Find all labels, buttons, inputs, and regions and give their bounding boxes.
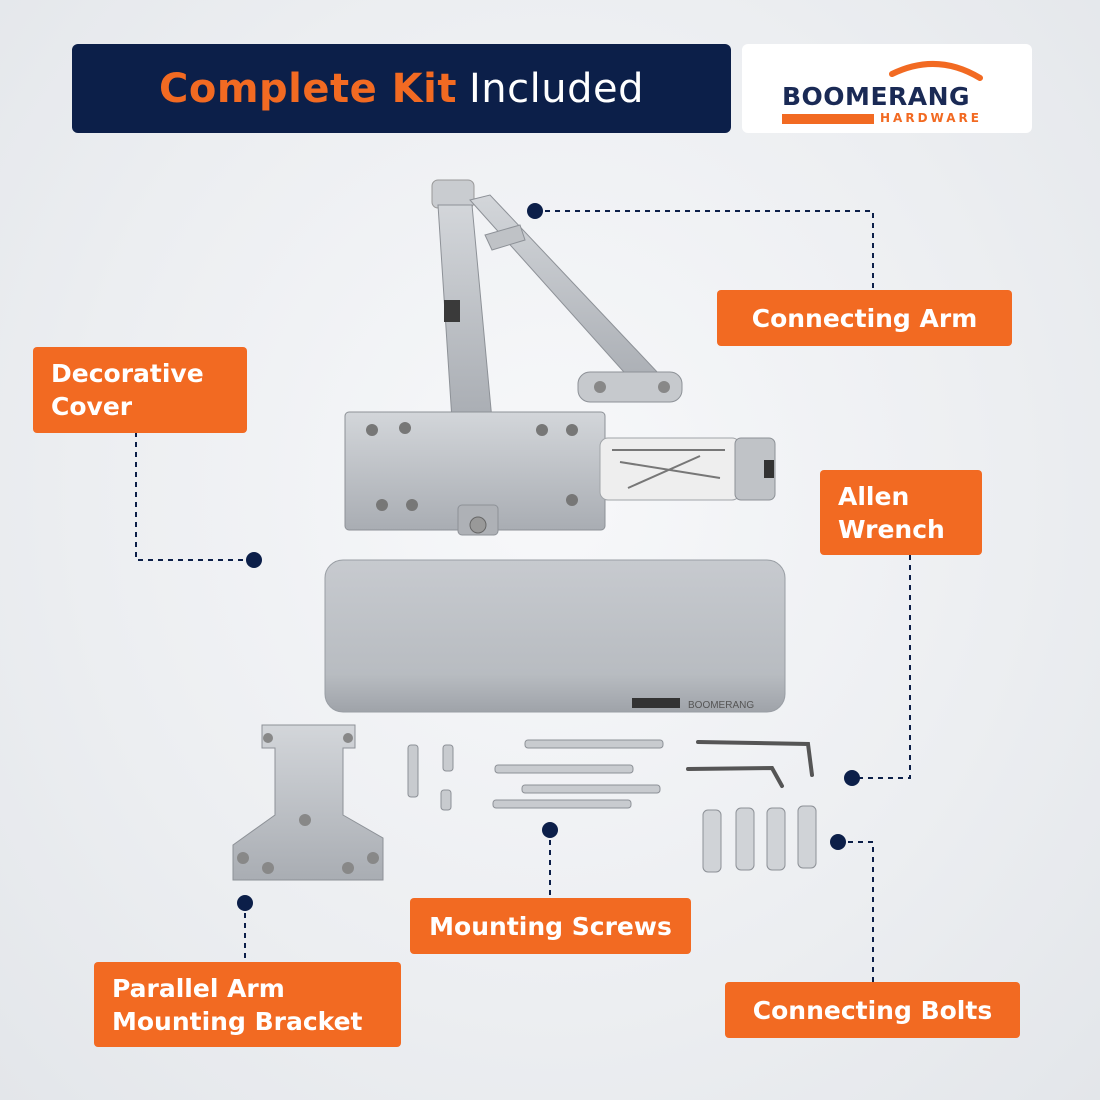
connecting-bolts-part — [702, 805, 817, 873]
door-closer-body — [344, 411, 776, 536]
label-parallel-arm-bracket: Parallel Arm Mounting Bracket — [94, 962, 401, 1047]
label-parallel-arm-line1: Parallel Arm — [112, 973, 285, 1003]
brand-logo: BOOMERANG HARDWARE — [742, 44, 1032, 133]
boomerang-arc-icon — [889, 61, 983, 81]
label-connecting-arm: Connecting Arm — [717, 290, 1012, 346]
allen-wrench-part — [686, 740, 814, 788]
label-allen-wrench: Allen Wrench — [820, 470, 982, 555]
label-connecting-bolts: Connecting Bolts — [725, 982, 1020, 1038]
title-highlight: Complete Kit — [159, 65, 457, 112]
connecting-arm-part — [431, 179, 683, 421]
logo-wordmark: BOOMERANG — [782, 82, 971, 111]
mounting-screws-part — [407, 739, 664, 811]
mounting-bracket-part — [232, 724, 384, 881]
leader-dots — [237, 203, 860, 911]
leader-lines — [135, 210, 911, 982]
decorative-cover-part — [324, 559, 786, 713]
label-allen-wrench-line1: Allen — [838, 481, 910, 511]
label-decorative-cover-line2: Cover — [51, 392, 133, 421]
cover-brand-text: BOOMERANG — [688, 700, 754, 711]
label-decorative-cover: Decorative Cover — [33, 347, 247, 433]
logo-subtitle: HARDWARE — [880, 111, 982, 125]
title-banner: Complete Kit Included — [72, 44, 731, 133]
label-allen-wrench-line2: Wrench — [838, 514, 945, 544]
label-decorative-cover-line1: Decorative — [51, 359, 204, 388]
label-parallel-arm-line2: Mounting Bracket — [112, 1006, 363, 1036]
title-rest: Included — [469, 65, 644, 112]
logo-underline — [782, 114, 874, 124]
label-mounting-screws: Mounting Screws — [410, 898, 691, 954]
